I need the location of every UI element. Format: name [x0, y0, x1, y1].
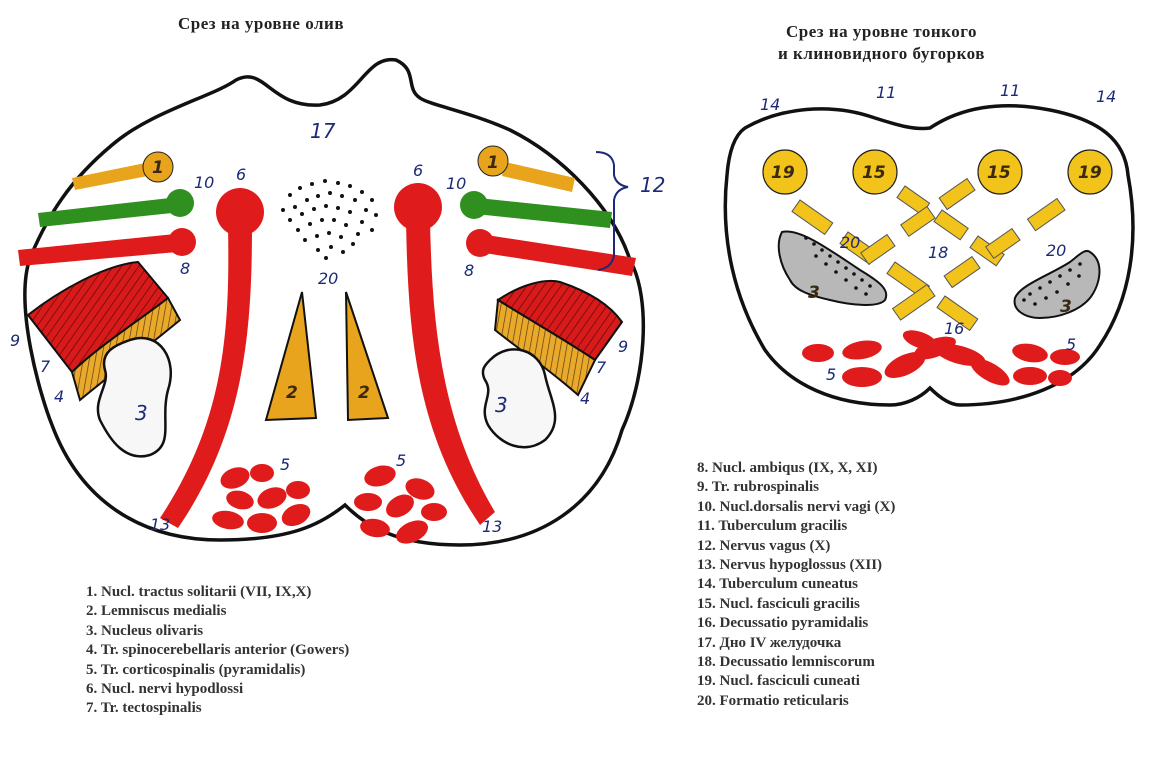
label-2-left: 2 [286, 383, 298, 403]
legend-item-12: 12. Nervus vagus (X) [697, 537, 895, 556]
label-15-right: 15 [987, 163, 1011, 183]
label-8-left: 8 [180, 259, 190, 278]
legend-item-17: 17. Дно IV желудочка [697, 634, 895, 653]
label-10-right: 10 [446, 174, 466, 193]
label-16: 16 [944, 319, 964, 338]
label-19-right: 19 [1078, 163, 1102, 183]
label-15-left: 15 [862, 163, 886, 183]
legend-item-15: 15. Nucl. fasciculi gracilis [697, 595, 895, 614]
label-3-right-section-left: 3 [808, 283, 820, 303]
legend-item-19: 19. Nucl. fasciculi cuneati [697, 672, 895, 691]
legend-item-4: 4. Tr. spinocerebellaris anterior (Gower… [86, 641, 349, 660]
legend-item-7: 7. Tr. tectospinalis [86, 699, 349, 718]
label-9-left: 9 [10, 331, 20, 350]
legend-item-1: 1. Nucl. tractus solitarii (VII, IX,X) [86, 583, 349, 602]
label-13-right: 13 [482, 517, 502, 536]
legend-item-11: 11. Tuberculum gracilis [697, 517, 895, 536]
olive-level-section: 17 1 1 10 10 6 6 8 8 12 20 2 2 9 9 7 7 4… [10, 60, 665, 549]
label-3-right: 3 [495, 393, 508, 417]
legend-item-9: 9. Tr. rubrospinalis [697, 478, 895, 497]
label-2-right: 2 [358, 383, 370, 403]
label-4-left: 4 [54, 387, 64, 406]
label-18: 18 [928, 243, 948, 262]
legend-item-10: 10. Nucl.dorsalis nervi vagi (X) [697, 498, 895, 517]
label-11-left: 11 [876, 83, 896, 102]
label-17: 17 [310, 119, 336, 143]
legend-item-14: 14. Tuberculum cuneatus [697, 575, 895, 594]
legend-item-3: 3. Nucleus olivaris [86, 622, 349, 641]
tubercle-level-section: 14 11 11 14 19 15 15 19 20 18 20 3 3 16 … [725, 81, 1133, 405]
legend-item-20: 20. Formatio reticularis [697, 692, 895, 711]
label-11-right: 11 [1000, 81, 1020, 100]
label-7-left: 7 [40, 357, 51, 376]
label-14-left: 14 [760, 95, 780, 114]
legend-item-16: 16. Decussatio pyramidalis [697, 614, 895, 633]
label-3-left: 3 [135, 401, 148, 425]
label-20-left-section: 20 [318, 269, 338, 288]
label-5-right-section-right: 5 [1066, 335, 1076, 354]
legend-item-18: 18. Decussatio lemniscorum [697, 653, 895, 672]
label-19-left: 19 [771, 163, 795, 183]
label-6-left: 6 [236, 165, 246, 184]
label-14-right: 14 [1096, 87, 1116, 106]
legend-item-6: 6. Nucl. nervi hypodlossi [86, 680, 349, 699]
label-12: 12 [640, 173, 665, 197]
label-1-left: 1 [152, 158, 164, 178]
legend-item-2: 2. Lemniscus medialis [86, 602, 349, 621]
label-6-right: 6 [413, 161, 423, 180]
label-3-right-section-right: 3 [1060, 297, 1072, 317]
label-4-right: 4 [580, 389, 590, 408]
label-13-left: 13 [150, 515, 170, 534]
label-5-left: 5 [280, 455, 290, 474]
label-7-right: 7 [596, 358, 607, 377]
legend-item-8: 8. Nucl. ambiqus (IX, X, XI) [697, 459, 895, 478]
label-10-left: 10 [194, 173, 214, 192]
legend-item-13: 13. Nervus hypoglossus (XII) [697, 556, 895, 575]
label-5-right-section-left: 5 [826, 365, 836, 384]
legend-left: 1. Nucl. tractus solitarii (VII, IX,X) 2… [86, 583, 349, 719]
label-8-right: 8 [464, 261, 474, 280]
label-20-right-section-left: 20 [840, 233, 860, 252]
label-9-right: 9 [618, 337, 628, 356]
legend-item-5: 5. Tr. corticospinalis (pyramidalis) [86, 661, 349, 680]
label-20-right-section-right: 20 [1046, 241, 1066, 260]
label-5-right: 5 [396, 451, 406, 470]
label-1-right: 1 [487, 153, 499, 173]
legend-right: 8. Nucl. ambiqus (IX, X, XI) 9. Tr. rubr… [697, 459, 895, 711]
